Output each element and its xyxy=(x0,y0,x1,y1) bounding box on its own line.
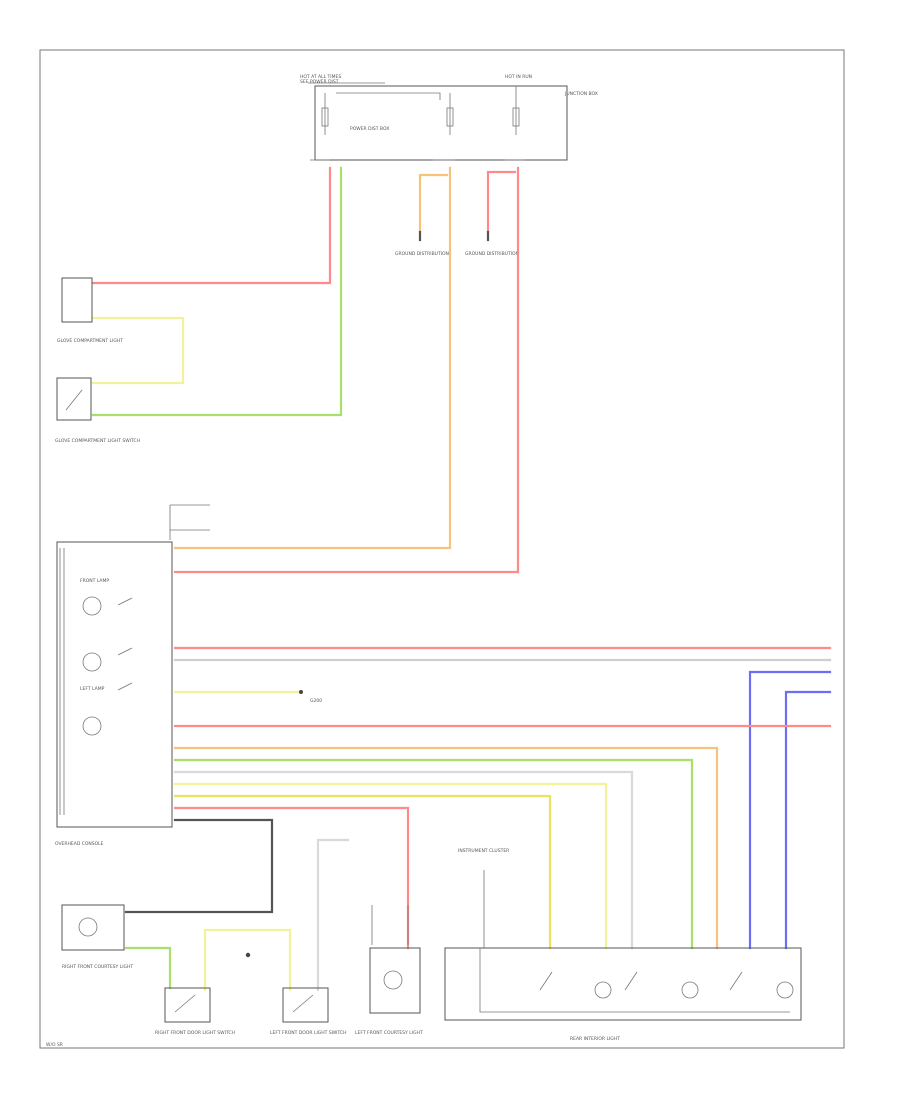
fuse-block-sub-label: SEE POWER DIST xyxy=(300,79,339,85)
rear-light-label: REAR INTERIOR LIGHT xyxy=(570,1036,620,1042)
wire-yellow-rear-2 xyxy=(173,794,552,950)
rf-switch-label: RIGHT FRONT DOOR LIGHT SWITCH xyxy=(155,1030,235,1036)
right-front-courtesy-label: RIGHT FRONT COURTESY LIGHT xyxy=(62,964,133,970)
overhead-console: FRONT LAMP LEFT LAMP OVERHEAD CONSOLE xyxy=(55,504,210,847)
ground-b: GROUND DISTRIBUTION xyxy=(465,170,519,257)
lf-courtesy-label: LEFT FRONT COURTESY LIGHT xyxy=(355,1030,423,1036)
fuse-block: HOT AT ALL TIMES SEE POWER DIST HOT IN R… xyxy=(300,74,598,161)
wire-green-to-glove-switch xyxy=(91,166,343,417)
hot-at-all-times-label: HOT AT ALL TIMES xyxy=(300,74,341,80)
ground-b-label: GROUND DISTRIBUTION xyxy=(465,251,519,257)
hot-in-run-label: HOT IN RUN xyxy=(505,74,532,80)
wire-red-to-glove-light xyxy=(91,166,332,285)
left-front-courtesy-light: LEFT FRONT COURTESY LIGHT xyxy=(355,905,423,1036)
wire-blue-right-b xyxy=(784,690,832,950)
glove-switch: GLOVE COMPARTMENT LIGHT SWITCH xyxy=(55,377,140,444)
page-tag: W/O SR xyxy=(46,1042,63,1048)
glove-light-label: GLOVE COMPARTMENT LIGHT xyxy=(57,338,123,344)
ground-point-label: G200 xyxy=(310,698,322,704)
junction-box-label: JUNCTION BOX xyxy=(564,91,598,97)
wire-red-to-left-courtesy xyxy=(173,806,410,950)
wire-orange-to-console xyxy=(173,166,452,550)
instrument-cluster: INSTRUMENT CLUSTER xyxy=(458,848,509,948)
ground-a-label: GROUND DISTRIBUTION xyxy=(395,251,449,257)
wire-yellow-door-link xyxy=(203,928,292,992)
diagram-frame xyxy=(39,49,845,1049)
power-dist-box-label: POWER DIST BOX xyxy=(350,126,389,132)
wire-green-rear xyxy=(173,758,694,950)
wire-yellow-rear-1 xyxy=(173,782,608,950)
wire-yellow-glove-loop xyxy=(91,316,185,385)
ground-a: GROUND DISTRIBUTION xyxy=(395,173,449,257)
left-front-door-switch: LEFT FRONT DOOR LIGHT SWITCH xyxy=(270,987,346,1036)
lf-switch-label: LEFT FRONT DOOR LIGHT SWITCH xyxy=(270,1030,346,1036)
wire-orange-rear-1 xyxy=(173,746,719,950)
right-front-courtesy-light: RIGHT FRONT COURTESY LIGHT xyxy=(61,904,133,970)
wire-red-to-console xyxy=(173,166,520,574)
front-lamp-label: FRONT LAMP xyxy=(80,578,109,584)
wire-gray-lf-switch xyxy=(316,838,350,992)
wire-black-to-right-courtesy xyxy=(124,818,274,914)
wire-green-to-rf-switch xyxy=(124,946,172,990)
instrument-cluster-label: INSTRUMENT CLUSTER xyxy=(458,848,509,854)
glove-light: GLOVE COMPARTMENT LIGHT xyxy=(57,277,123,344)
overhead-console-label: OVERHEAD CONSOLE xyxy=(55,841,104,847)
rear-light-unit: REAR INTERIOR LIGHT xyxy=(444,947,802,1042)
glove-switch-label: GLOVE COMPARTMENT LIGHT SWITCH xyxy=(55,438,140,444)
wire-blue-right-a xyxy=(748,670,832,950)
left-lamp-label: LEFT LAMP xyxy=(80,686,105,692)
right-front-door-switch: RIGHT FRONT DOOR LIGHT SWITCH xyxy=(155,987,235,1036)
wire-gray-rear xyxy=(173,770,634,950)
